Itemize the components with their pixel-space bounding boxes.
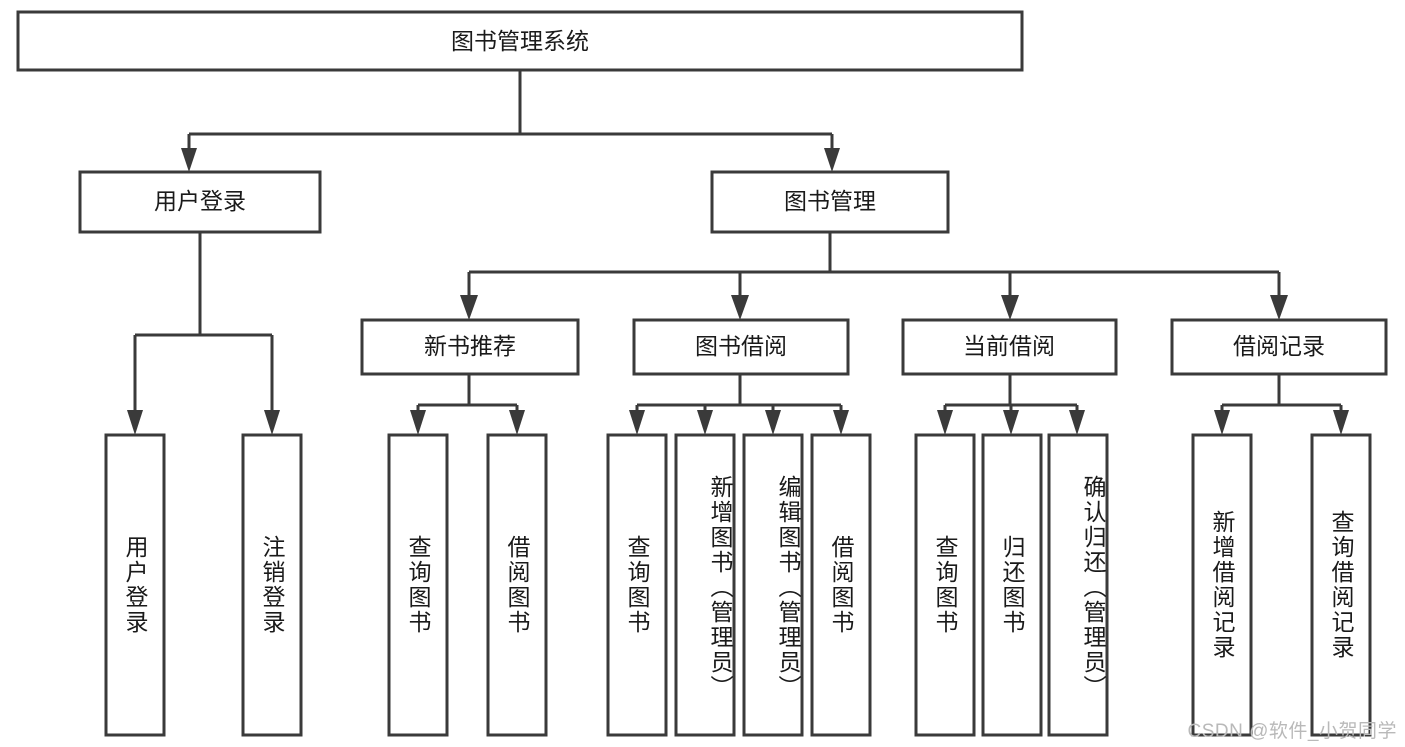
leaf-bb-borrow-wrap: 借阅图书 xyxy=(828,535,855,635)
leaf-cb-confirm-wrap: 确认归还（管理员） xyxy=(1080,474,1106,700)
connector-group-book-borrow xyxy=(629,374,849,435)
leaf-logout-label: 注销登录 xyxy=(259,535,286,635)
connector-group-root xyxy=(181,70,840,172)
arrow-head-currentborrow-l3 xyxy=(1069,410,1085,435)
node-book-borrow[interactable]: 图书借阅 xyxy=(632,318,850,376)
leaf-bb-edit-label: 编辑图书（管理员） xyxy=(775,474,801,700)
leaf-user-login-box[interactable] xyxy=(104,433,166,737)
node-borrow-record[interactable]: 借阅记录 xyxy=(1170,318,1388,376)
leaf-br-add-label: 新增借阅记录 xyxy=(1209,510,1236,660)
node-current-borrow[interactable]: 当前借阅 xyxy=(901,318,1118,376)
leaf-bb-query-wrap: 查询图书 xyxy=(624,535,651,635)
arrow-head-borrowrecord-l2 xyxy=(1333,410,1349,435)
node-book-borrow-box[interactable] xyxy=(632,318,850,376)
leaf-cb-confirm-label: 确认归还（管理员） xyxy=(1080,474,1106,700)
node-root-label: 图书管理系统 xyxy=(451,28,589,54)
arrow-head-newbook-l2 xyxy=(509,410,525,435)
arrow-head-currentborrow xyxy=(1001,295,1019,320)
leaf-bb-add-box[interactable] xyxy=(674,433,736,737)
node-root-box[interactable] xyxy=(16,10,1024,72)
leaf-user-login-text-wrap: 用户登录 xyxy=(122,535,149,635)
node-user-login[interactable]: 用户登录 xyxy=(78,170,322,234)
arrow-head-currentborrow-l2 xyxy=(1003,410,1019,435)
leaf-cb-return-wrap: 归还图书 xyxy=(999,535,1026,635)
arrow-head-currentborrow-l1 xyxy=(937,410,953,435)
leaf-newbook-query-label: 查询图书 xyxy=(405,535,432,635)
arrow-head-bookmgmt xyxy=(824,148,840,172)
arrow-head-newbook-l1 xyxy=(410,410,426,435)
node-book-management-box[interactable] xyxy=(710,170,950,234)
node-new-book-recommend-label: 新书推荐 xyxy=(424,333,516,359)
node-borrow-record-box[interactable] xyxy=(1170,318,1388,376)
node-current-borrow-label: 当前借阅 xyxy=(963,333,1055,359)
leaf-br-query-label: 查询借阅记录 xyxy=(1328,510,1355,660)
connector-group-book-management xyxy=(460,232,1288,320)
connector-group-new-book xyxy=(410,374,525,435)
node-user-login-label: 用户登录 xyxy=(154,188,246,214)
arrow-head-bookborrow-l1 xyxy=(629,410,645,435)
leaf-logout-box[interactable] xyxy=(241,433,303,737)
leaf-cb-query-box[interactable] xyxy=(914,433,976,737)
leaf-user-login-label: 用户登录 xyxy=(122,535,149,635)
arrow-head-userlogin xyxy=(181,148,197,172)
arrow-head-userlogin-leaf1 xyxy=(127,410,143,435)
node-book-management[interactable]: 图书管理 xyxy=(710,170,950,234)
arrow-head-bookborrow-l4 xyxy=(833,410,849,435)
node-book-borrow-label: 图书借阅 xyxy=(695,333,787,359)
leaf-bb-borrow-box[interactable] xyxy=(810,433,872,737)
leaf-group-current-borrow: 查询图书 归还图书 确认归还（管理员） xyxy=(914,433,1109,737)
leaf-bb-borrow-label: 借阅图书 xyxy=(828,535,855,635)
leaf-bb-query-box[interactable] xyxy=(606,433,668,737)
leaf-newbook-borrow-wrap: 借阅图书 xyxy=(504,535,531,635)
leaf-newbook-borrow-box[interactable] xyxy=(486,433,548,737)
arrow-head-borrowrecord xyxy=(1270,295,1288,320)
leaf-cb-confirm-box[interactable] xyxy=(1047,433,1109,737)
arrow-head-bookborrow-l3 xyxy=(765,410,781,435)
node-user-login-box[interactable] xyxy=(78,170,322,234)
connector-group-user-login xyxy=(127,232,280,435)
arrow-head-newbook xyxy=(460,295,478,320)
leaf-cb-return-label: 归还图书 xyxy=(999,535,1026,635)
node-new-book-recommend[interactable]: 新书推荐 xyxy=(360,318,580,376)
arrow-head-borrowrecord-l1 xyxy=(1214,410,1230,435)
leaf-newbook-query-wrap: 查询图书 xyxy=(405,535,432,635)
leaf-br-query-wrap: 查询借阅记录 xyxy=(1328,510,1355,660)
leaf-cb-return-box[interactable] xyxy=(981,433,1043,737)
node-book-management-label: 图书管理 xyxy=(784,188,876,214)
leaf-br-add-wrap: 新增借阅记录 xyxy=(1209,510,1236,660)
node-borrow-record-label: 借阅记录 xyxy=(1233,333,1325,359)
leaf-logout-text-wrap: 注销登录 xyxy=(259,535,286,635)
node-current-borrow-box[interactable] xyxy=(901,318,1118,376)
leaf-bb-edit-wrap: 编辑图书（管理员） xyxy=(775,474,801,700)
node-new-book-recommend-box[interactable] xyxy=(360,318,580,376)
leaf-cb-query-wrap: 查询图书 xyxy=(932,535,959,635)
arrow-head-bookborrow xyxy=(731,295,749,320)
leaf-cb-query-label: 查询图书 xyxy=(932,535,959,635)
leaf-bb-edit-box[interactable] xyxy=(742,433,804,737)
arrow-head-bookborrow-l2 xyxy=(697,410,713,435)
leaf-newbook-query-box[interactable] xyxy=(387,433,449,737)
arrow-head-userlogin-leaf2 xyxy=(264,410,280,435)
leaf-bb-add-wrap: 新增图书（管理员） xyxy=(707,474,733,700)
leaf-newbook-borrow-label: 借阅图书 xyxy=(504,535,531,635)
leaf-group-user-login: 用户登录 注销登录 xyxy=(104,433,303,737)
connector-group-borrow-record xyxy=(1214,374,1349,435)
leaf-br-add-box[interactable] xyxy=(1191,433,1253,737)
leaf-br-query-box[interactable] xyxy=(1310,433,1372,737)
leaf-group-book-borrow: 查询图书 新增图书（管理员） 编辑图书（管理员） 借阅图书 xyxy=(606,433,872,737)
leaf-group-borrow-record: 新增借阅记录 查询借阅记录 xyxy=(1191,433,1372,737)
connector-group-current-borrow xyxy=(937,374,1085,435)
leaf-group-new-book: 查询图书 借阅图书 xyxy=(387,433,548,737)
node-root[interactable]: 图书管理系统 xyxy=(16,10,1024,72)
leaf-bb-query-label: 查询图书 xyxy=(624,535,651,635)
leaf-bb-add-label: 新增图书（管理员） xyxy=(707,474,733,700)
